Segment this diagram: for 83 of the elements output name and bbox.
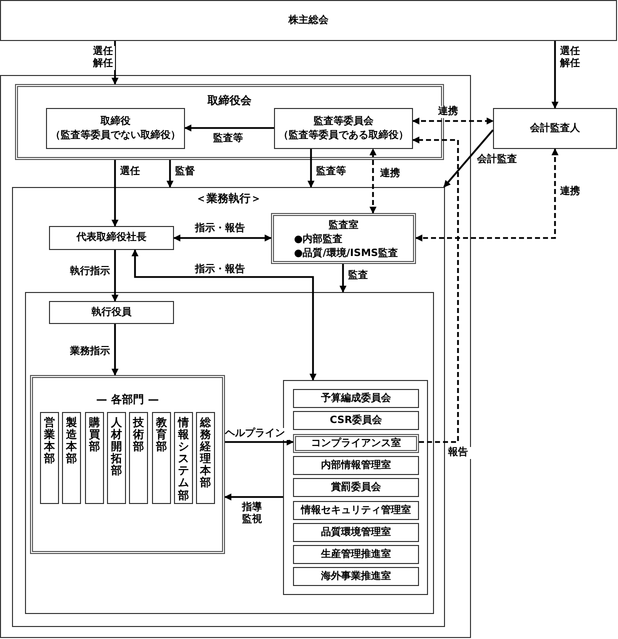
department-box [152,412,171,504]
org-box [293,434,419,453]
department-box [40,412,59,504]
department-label: 教育部 [156,417,167,454]
arrow [184,124,274,132]
org-box [49,301,174,324]
box-label: CSR委員会 [330,414,382,428]
arrow [412,136,459,443]
department-label: 購買部 [89,417,100,454]
group-title: — 各部門 — [95,392,160,408]
department-label: 技術部 [133,417,144,454]
frame [283,380,428,595]
arrow [112,324,118,376]
department-label: 総務経理本部 [200,417,211,490]
org-box [293,545,419,564]
arrow [443,129,494,188]
arrow [370,148,376,214]
frame [0,75,471,638]
box-label: 執行役員 [92,306,132,320]
org-box [293,389,419,408]
arrow [112,41,118,85]
box-label: 監査等委員会 [314,114,374,128]
org-box [274,108,413,149]
arrow [166,160,174,188]
box-label: 株主総会 [288,14,328,28]
arrow [173,234,272,242]
group-frame [30,375,225,554]
group-title: 取締役会 [206,93,252,109]
org-box [293,478,419,497]
box-label: 海外事業推進室 [321,570,391,584]
department-label: 人材開拓部 [111,417,122,478]
box-label: コンプライアンス室 [311,437,401,450]
frame [25,292,434,614]
bullet-item: ●内部監査 [293,233,343,247]
bullet-item: ●品質/環境/ISMS監査 [293,247,398,261]
department-box [62,412,81,504]
department-box [107,412,126,504]
edge-label: 報告 [448,447,472,459]
org-box [293,523,419,542]
arrow [308,149,314,188]
edge-label: 指導監視 [242,502,264,526]
arrow [552,41,558,109]
box-label: 代表取締役社長 [76,231,146,245]
arrow [340,264,346,293]
department-box [196,412,215,504]
box-label: 情報セキュリティ管理室 [301,504,411,518]
org-box [46,108,185,149]
box-label: 予算編成委員会 [321,392,391,406]
edge-label: 選任解任 [93,46,115,70]
org-box [0,0,617,41]
org-box [493,108,617,149]
box-title: 監査室 [328,219,358,233]
box-label: 取締役 [100,114,130,128]
arrow [412,118,494,124]
department-box [174,412,193,504]
box-label: 品質環境管理室 [321,526,391,540]
edge-label: 選任解任 [560,46,582,70]
org-box [271,213,416,264]
group-frame [12,187,445,627]
arrow [112,250,118,302]
department-label: 製造本部 [66,417,77,466]
org-box [293,501,419,520]
box-label: 賞罰委員会 [331,480,381,494]
box-label: （監査等委員でない取締役） [50,128,180,142]
arrow [112,160,118,227]
org-box [293,411,419,430]
box-label: （監査等委員である取締役） [278,128,408,142]
org-box [293,456,419,475]
department-label: 営業本部 [44,417,55,466]
box-label: 内部情報管理室 [321,458,391,472]
arrow [224,494,283,500]
department-label: 情報システム部 [178,417,189,502]
box-label: 生産管理推進室 [321,548,391,562]
org-box [293,567,419,586]
arrow [225,438,294,446]
department-box [85,412,104,504]
arrow [415,148,558,242]
group-title: ＜業務執行＞ [194,191,262,207]
org-box [49,226,174,250]
box-label: 会計監査人 [530,122,580,136]
edge-label: ヘルプライン [225,428,289,440]
department-box [129,412,148,504]
arrow [132,249,316,381]
